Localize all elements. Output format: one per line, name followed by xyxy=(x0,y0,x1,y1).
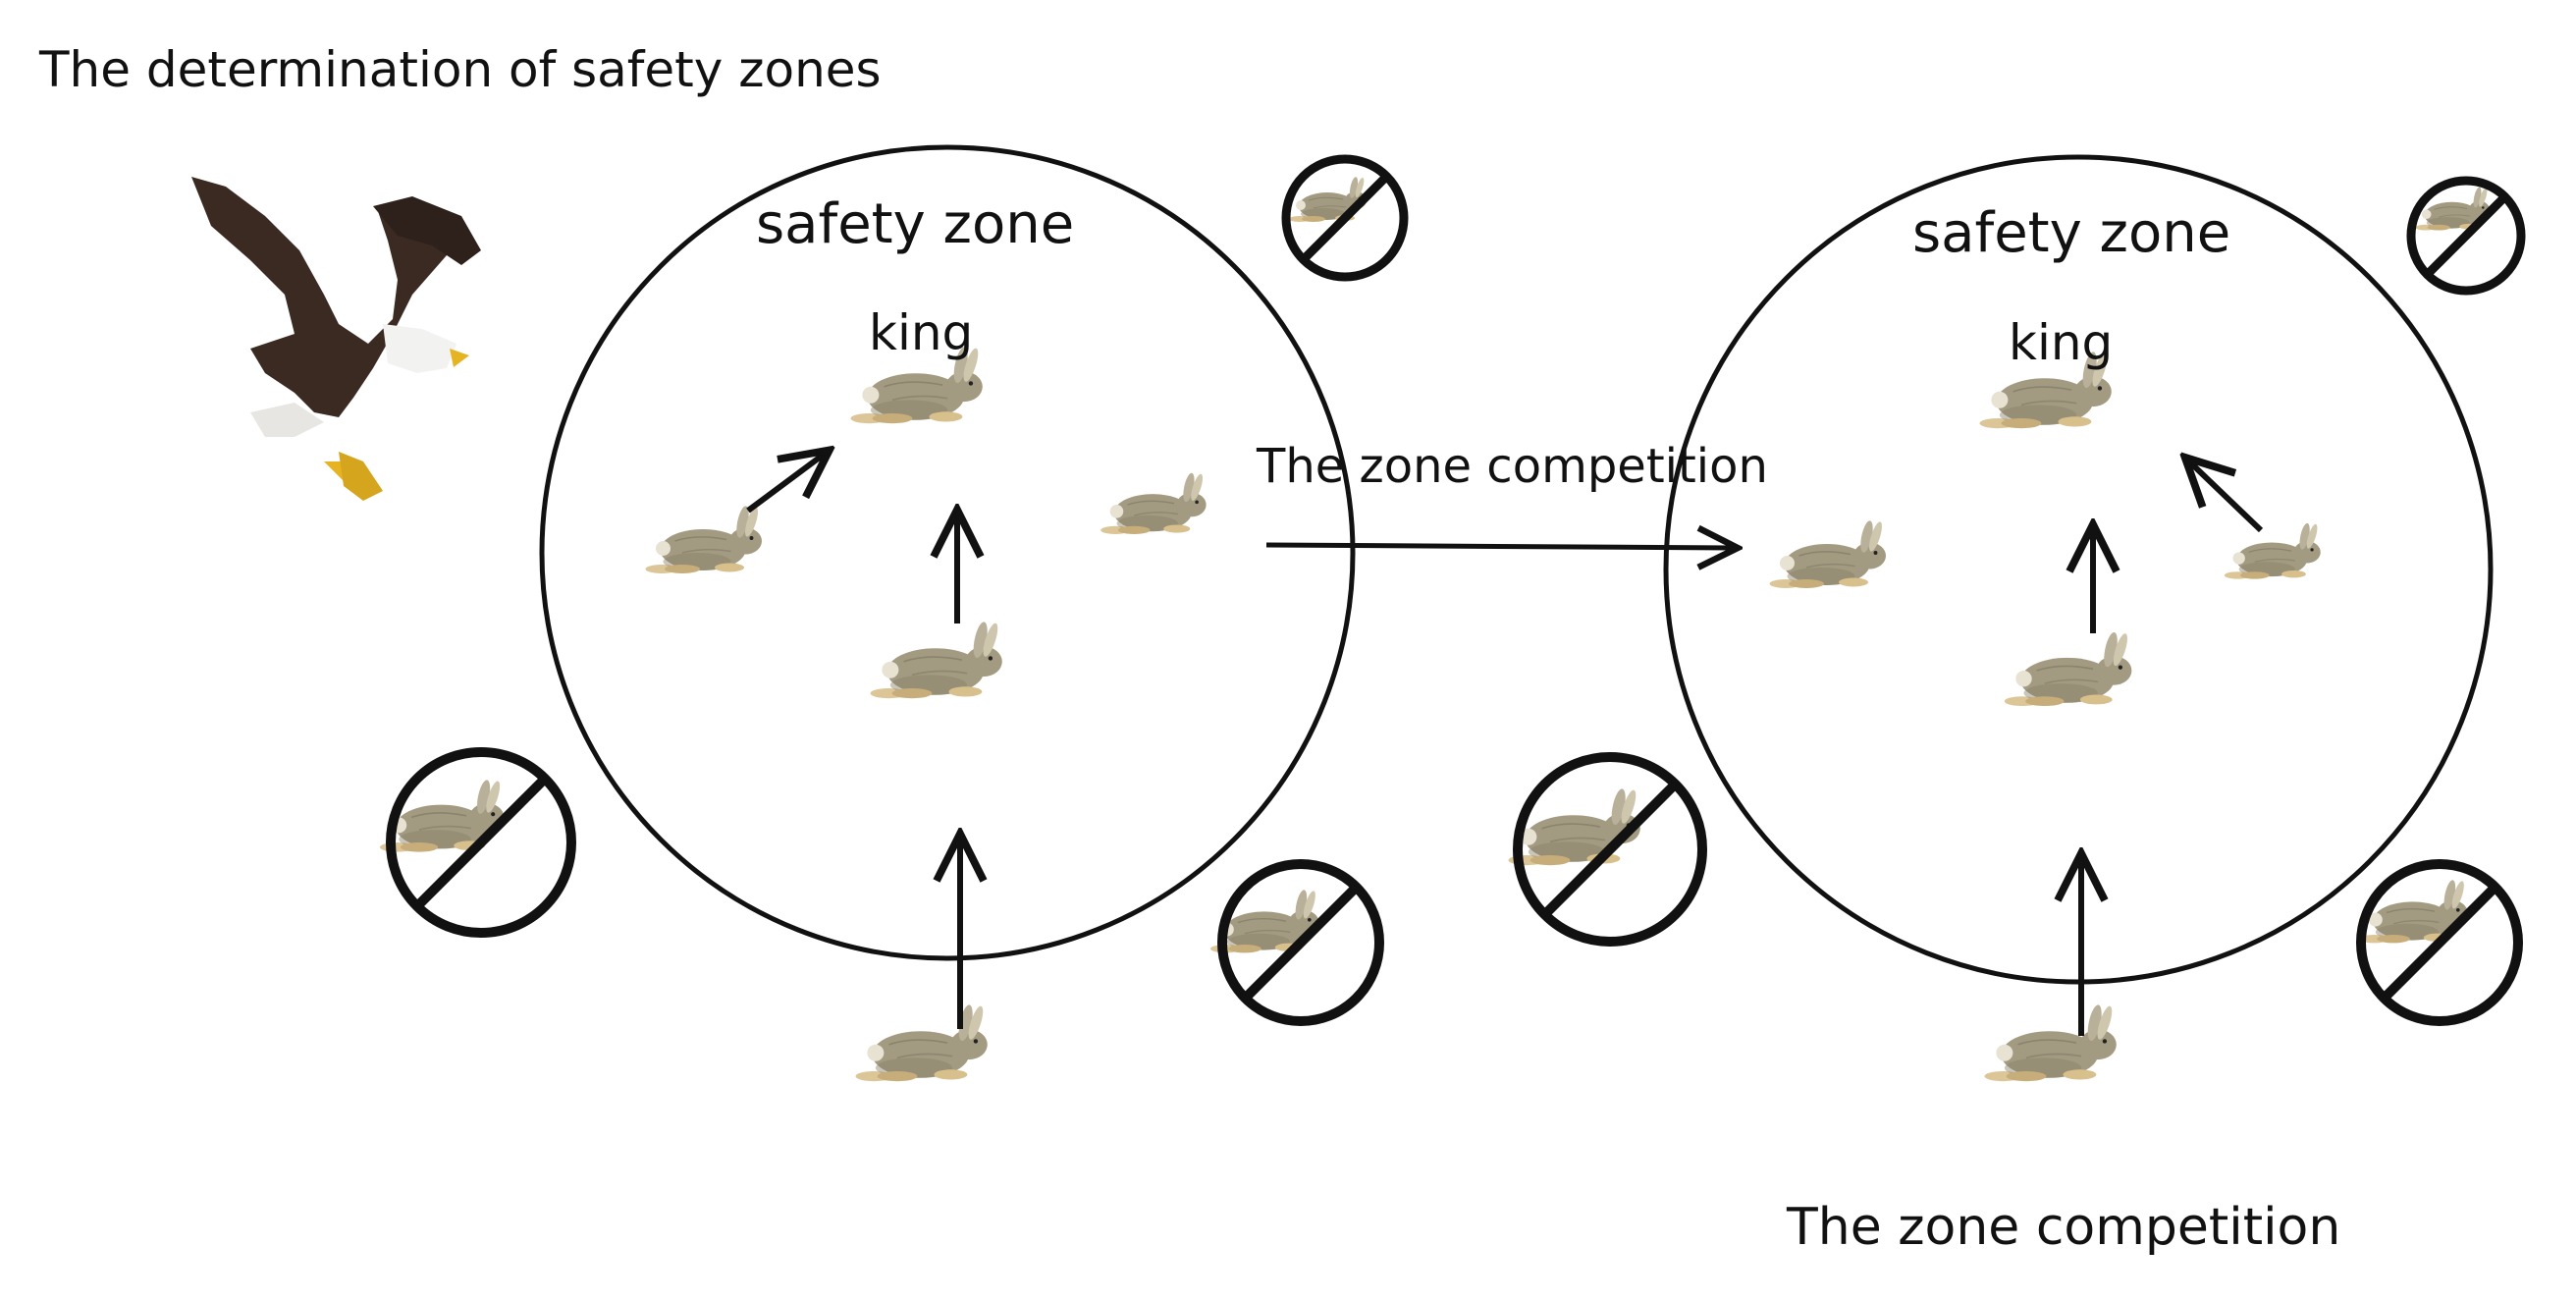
crossed-out-rabbit-icon xyxy=(1209,859,1384,1026)
left-outside-rabbit-icon xyxy=(854,1003,989,1083)
transition-label: The zone competition xyxy=(1257,439,1768,494)
left-rabbit-icon xyxy=(644,504,763,574)
right-rabbit-icon xyxy=(1768,518,1887,589)
eagle-icon xyxy=(191,177,481,501)
crossed-out-rabbit-icon xyxy=(379,747,576,938)
right-safety-zone-label: safety zone xyxy=(1912,201,2231,265)
right-king-label: king xyxy=(2009,314,2114,371)
bottom-label: The zone competition xyxy=(1787,1198,2341,1257)
diagram-title: The determination of safety zones xyxy=(39,41,882,98)
left-king-label: king xyxy=(869,304,974,361)
left-rabbit-icon xyxy=(1100,471,1208,535)
left-rabbit-icon xyxy=(869,620,1003,700)
crossed-out-rabbit-icon xyxy=(2356,859,2523,1026)
left-safety-zone-circle xyxy=(539,144,1356,961)
zone-competition-arrow xyxy=(1265,545,1733,548)
left-safety-zone-label: safety zone xyxy=(756,192,1075,256)
crossed-out-rabbit-icon xyxy=(1281,154,1409,282)
right-outside-rabbit-icon xyxy=(1983,1003,2118,1083)
right-rabbit-icon xyxy=(2003,629,2133,707)
crossed-out-rabbit-icon xyxy=(2406,176,2526,296)
arrow-to-king xyxy=(746,454,825,514)
arrow-to-king xyxy=(2189,461,2264,533)
right-rabbit-icon xyxy=(2224,521,2322,580)
crossed-out-rabbit-icon xyxy=(1507,752,1707,947)
